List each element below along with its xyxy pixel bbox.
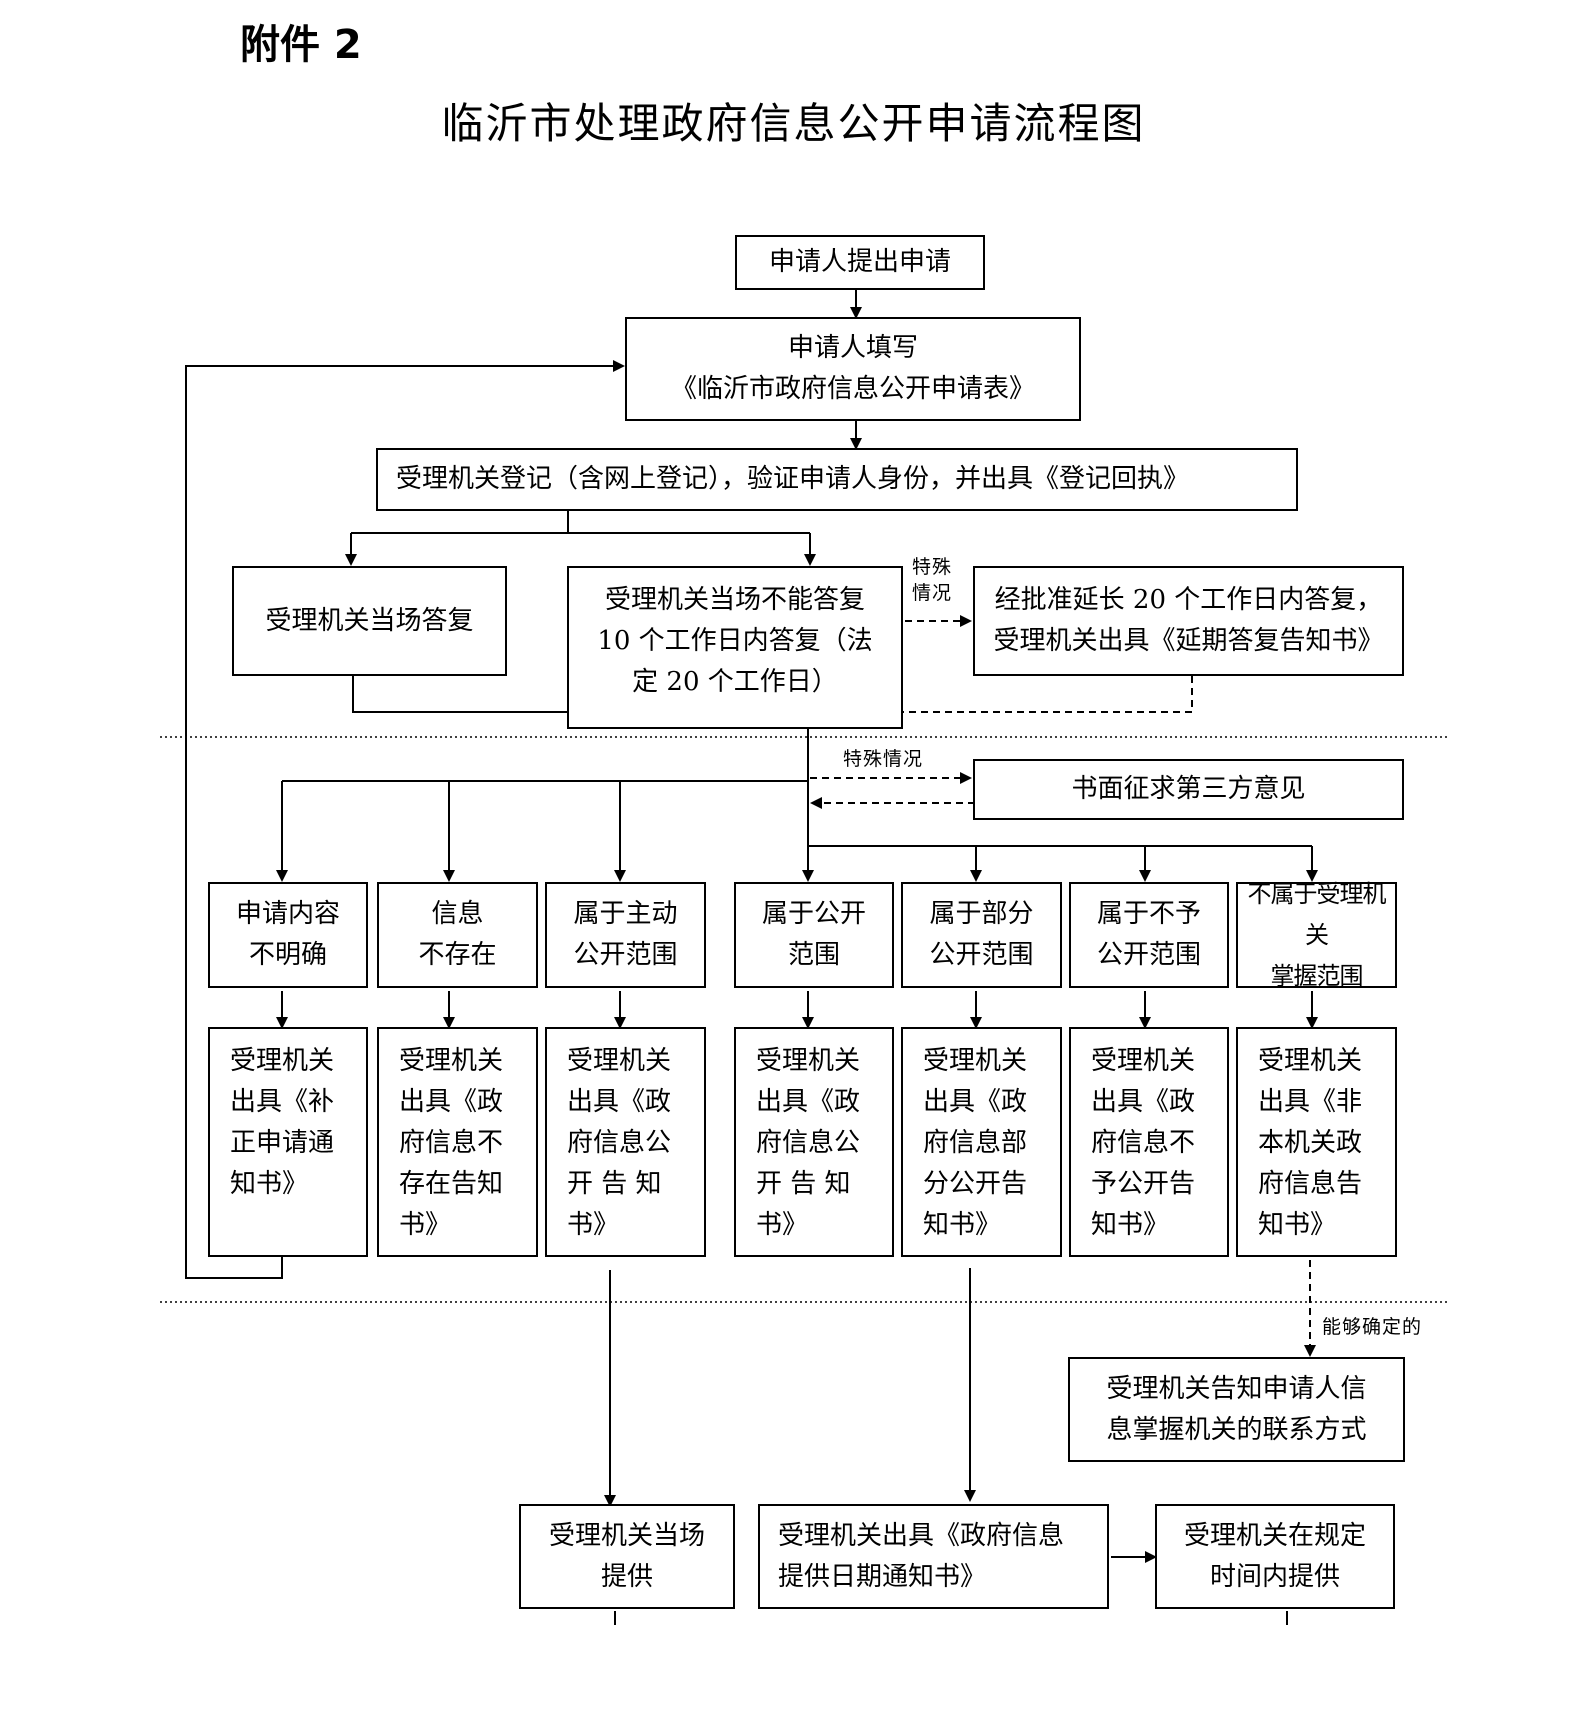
node-reply-10days: 受理机关当场不能答复 10 个工作日内答复（法 定 20 个工作日） (567, 566, 903, 729)
node-notice-active: 受理机关 出具《政 府信息公 开 告 知 书》 (545, 1027, 706, 1257)
node-third-party: 书面征求第三方意见 (973, 759, 1404, 820)
node-fill-form: 申请人填写 《临沂市政府信息公开申请表》 (625, 317, 1081, 421)
node-cat-public: 属于公开 范围 (734, 882, 894, 988)
attachment-label: 附件 2 (240, 22, 362, 68)
node-notice-not-held: 受理机关 出具《非 本机关政 府信息告 知书》 (1236, 1027, 1397, 1257)
label-special-case-extend: 特殊 情况 (912, 556, 953, 604)
node-cat-partial: 属于部分 公开范围 (901, 882, 1062, 988)
node-provide-date-notice: 受理机关出具《政府信息 提供日期通知书》 (758, 1504, 1109, 1609)
label-can-determine: 能够确定的 (1322, 1316, 1423, 1338)
node-register: 受理机关登记（含网上登记），验证申请人身份，并出具《登记回执》 (376, 448, 1298, 511)
node-provide-in-time: 受理机关在规定 时间内提供 (1155, 1504, 1395, 1609)
line-extend-merge (808, 676, 1193, 713)
node-cat-unclear: 申请内容 不明确 (208, 882, 368, 988)
page-title: 临沂市处理政府信息公开申请流程图 (441, 99, 1146, 148)
node-extend: 经批准延长 20 个工作日内答复， 受理机关出具《延期答复告知书》 (973, 566, 1404, 676)
arrow-correction-loop-back (185, 360, 625, 1279)
node-cat-not-public: 属于不予 公开范围 (1069, 882, 1229, 988)
node-cat-not-held: 不属于受理机关 掌握范围 (1236, 880, 1397, 990)
node-notice-correction: 受理机关 出具《补 正申请通 知书》 (208, 1027, 368, 1257)
node-inform-contact: 受理机关告知申请人信 息掌握机关的联系方式 (1068, 1357, 1405, 1462)
node-provide-onsite: 受理机关当场 提供 (519, 1504, 735, 1609)
node-cat-not-exist: 信息 不存在 (377, 882, 538, 988)
label-special-case-third-party: 特殊情况 (843, 748, 924, 770)
node-submit: 申请人提出申请 (735, 235, 985, 290)
node-notice-public: 受理机关 出具《政 府信息公 开 告 知 书》 (734, 1027, 894, 1257)
node-cat-active: 属于主动 公开范围 (545, 882, 706, 988)
node-notice-not-public: 受理机关 出具《政 府信息不 予公开告 知书》 (1069, 1027, 1229, 1257)
node-reply-onsite: 受理机关当场答复 (232, 566, 507, 676)
node-notice-not-exist: 受理机关 出具《政 府信息不 存在告知 书》 (377, 1027, 538, 1257)
node-notice-partial: 受理机关 出具《政 府信息部 分公开告 知书》 (901, 1027, 1062, 1257)
